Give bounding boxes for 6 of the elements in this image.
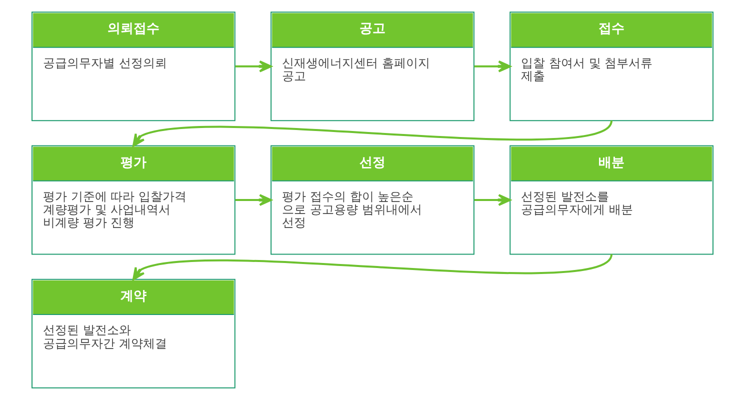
arrow: [132, 254, 612, 280]
arrow: [132, 120, 612, 147]
arrow: [474, 194, 511, 206]
arrow: [235, 60, 272, 72]
arrow: [235, 194, 272, 206]
arrow: [474, 60, 511, 72]
